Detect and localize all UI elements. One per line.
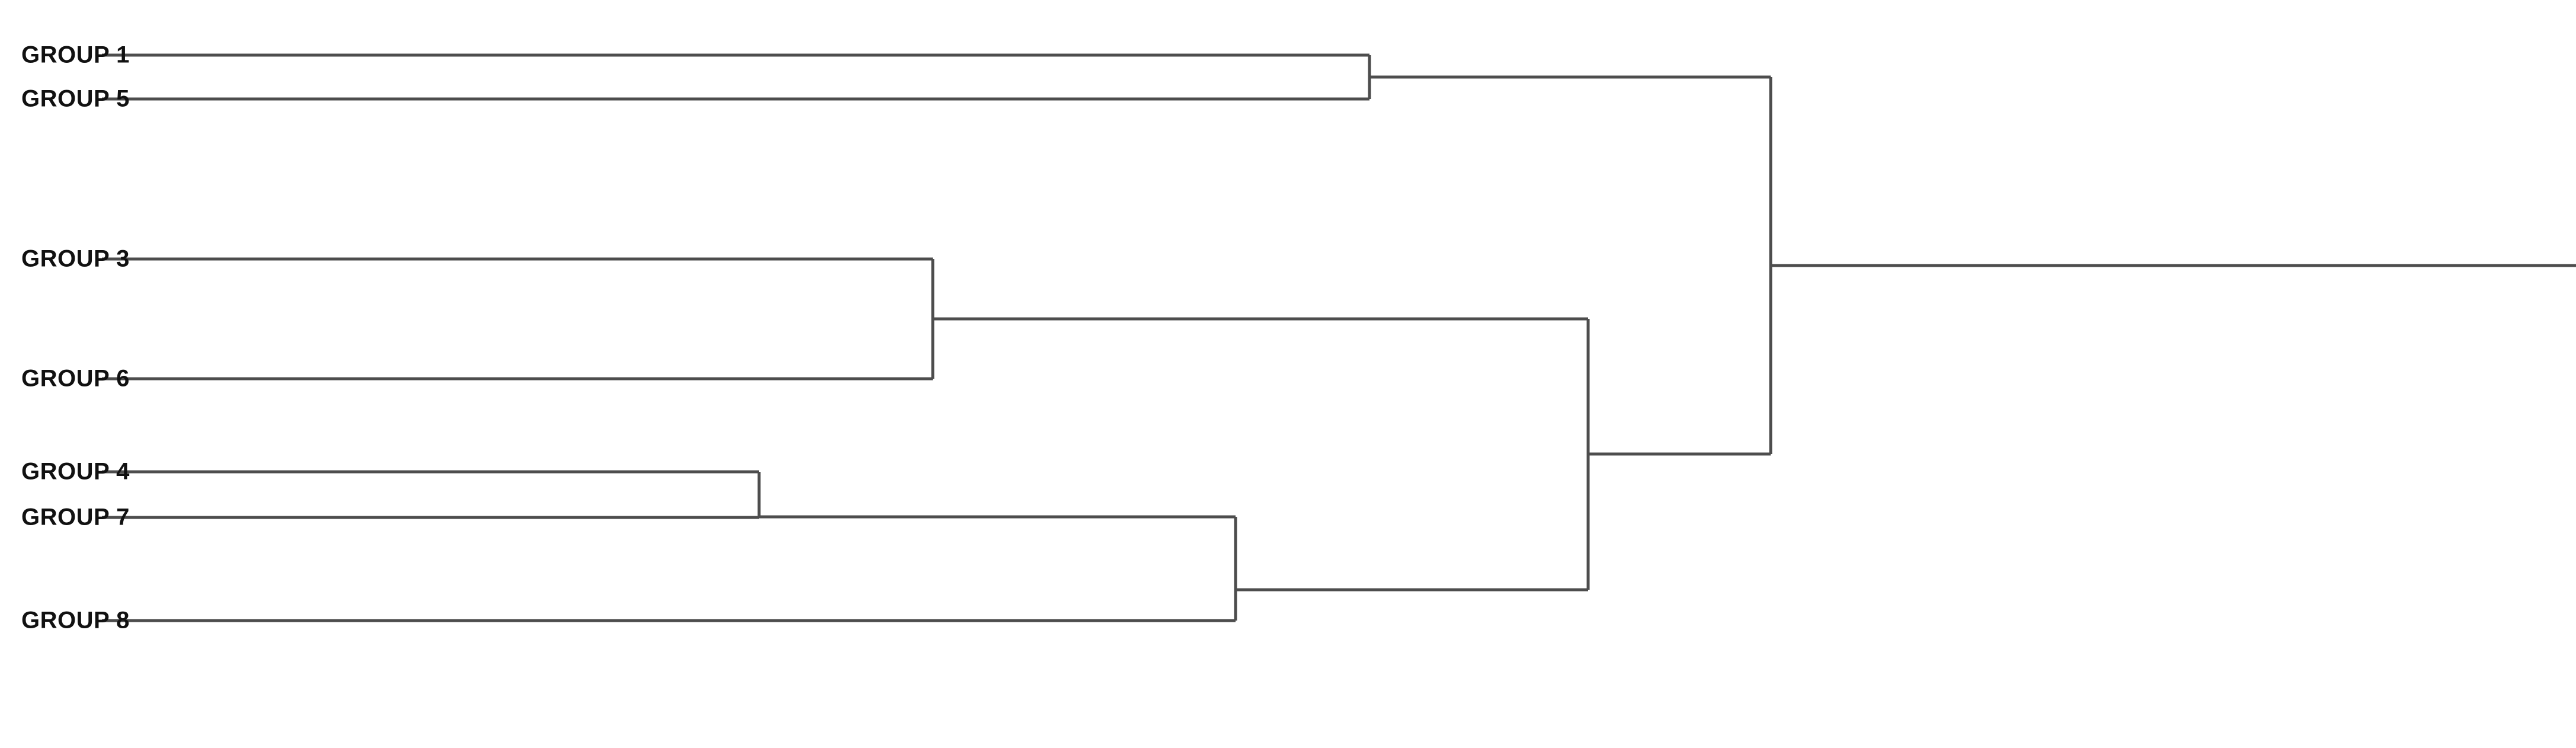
- leaf-label-group-6: GROUP 6: [21, 365, 130, 392]
- leaf-label-group-8: GROUP 8: [21, 607, 130, 634]
- tree-branch-lines: [102, 53, 2576, 622]
- leaf-label-group-1: GROUP 1: [21, 41, 130, 68]
- leaf-label-group-7: GROUP 7: [21, 504, 130, 530]
- leaf-label-group-4: GROUP 4: [21, 458, 130, 485]
- leaf-label-group-5: GROUP 5: [21, 85, 130, 112]
- leaf-label-group-3: GROUP 3: [21, 245, 130, 272]
